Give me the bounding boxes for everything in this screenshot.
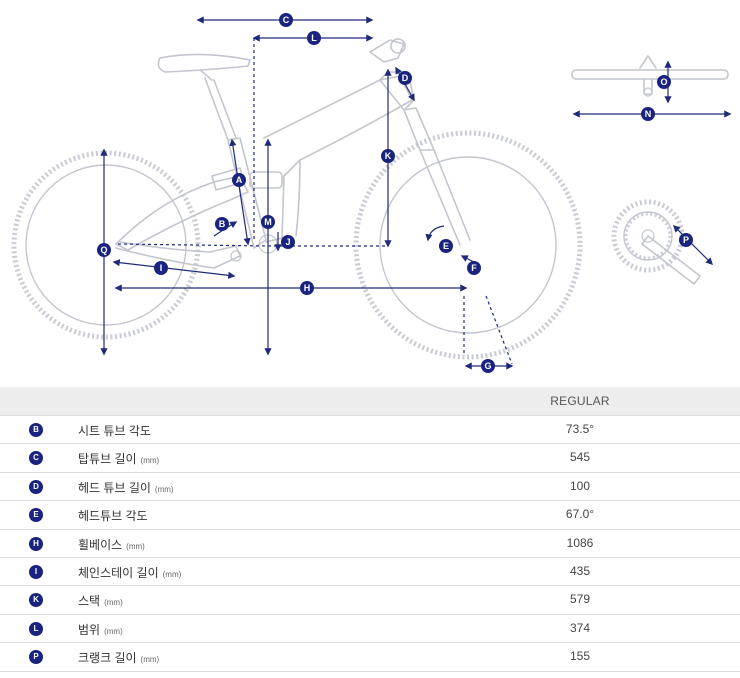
table-row: C 탑튜브 길이(mm) 545 [0, 444, 740, 473]
row-label: 탑튜브 길이(mm) [78, 452, 160, 467]
svg-text:O: O [660, 77, 667, 87]
row-value: 435 [569, 563, 591, 578]
fork-legs [419, 149, 471, 246]
svg-text:C: C [283, 15, 290, 25]
badge-o: O [657, 75, 671, 89]
row-unit: (mm) [140, 456, 160, 466]
row-badge: I [29, 564, 43, 579]
svg-text:P: P [683, 235, 689, 245]
svg-text:B: B [219, 219, 226, 229]
row-badge: D [29, 479, 43, 494]
geometry-table: REGULAR B 시트 튜브 각도 73.5° C 탑튜브 길이(mm) 54… [0, 387, 740, 672]
row-label: 헤드튜브 각도 [78, 509, 148, 524]
row-value: 73.5° [565, 422, 595, 436]
row-label: 휠베이스(mm) [78, 537, 145, 552]
handlebar-icon [571, 55, 729, 97]
table-row: K 스택(mm) 579 [0, 586, 740, 615]
row-label: 시트 튜브 각도 [78, 424, 151, 438]
badge-c: C [279, 13, 293, 27]
table-row: L 범위(mm) 374 [0, 615, 740, 644]
badge-q: Q [97, 243, 111, 257]
badge-m: M [261, 215, 275, 229]
row-value: 545 [569, 450, 591, 465]
table-row: E 헤드튜브 각도 67.0° [0, 501, 740, 530]
svg-text:E: E [443, 241, 449, 251]
fork-crown [403, 107, 435, 151]
table-row: I 체인스테이 길이(mm) 435 [0, 558, 740, 587]
seatpost [199, 69, 237, 141]
saddle [157, 53, 251, 73]
row-badge: P [29, 650, 43, 665]
row-unit: (mm) [126, 541, 145, 551]
row-value: 155 [569, 649, 591, 664]
table-row: H 휠베이스(mm) 1086 [0, 530, 740, 558]
row-label: 스택(mm) [78, 594, 123, 609]
badge-e: E [439, 239, 453, 253]
row-value: 1086 [566, 535, 594, 550]
row-unit: (mm) [162, 569, 182, 579]
table-row: D 헤드 튜브 길이(mm) 100 [0, 473, 740, 502]
row-badge: C [29, 451, 43, 466]
svg-text:F: F [471, 263, 477, 273]
row-unit: (mm) [104, 626, 123, 636]
row-unit: (mm) [154, 484, 174, 494]
badge-j: J [281, 235, 295, 249]
svg-text:D: D [402, 73, 409, 83]
badge-k: K [381, 149, 395, 163]
stem [369, 39, 405, 63]
row-badge: K [29, 593, 43, 608]
svg-text:I: I [160, 263, 163, 273]
table-row: P 크랭크 길이(mm) 155 [0, 643, 740, 672]
badge-d: D [398, 71, 412, 85]
row-value: 579 [569, 592, 591, 607]
svg-text:M: M [264, 217, 272, 227]
row-label: 헤드 튜브 길이(mm) [78, 480, 174, 495]
bike-frame-icon [11, 38, 583, 360]
row-badge: L [29, 621, 43, 636]
svg-text:G: G [484, 361, 491, 371]
column-header-regular: REGULAR [550, 394, 610, 408]
row-unit: (mm) [104, 598, 123, 608]
badge-b: B [215, 217, 229, 231]
row-value: 67.0° [565, 507, 595, 522]
front-tire [353, 130, 583, 360]
row-label: 범위(mm) [78, 622, 123, 637]
badge-l: L [307, 31, 321, 45]
row-badge: H [29, 536, 43, 551]
row-value: 374 [569, 620, 591, 635]
badge-n: N [641, 107, 655, 121]
rear-shock [249, 171, 283, 189]
row-unit: (mm) [140, 655, 160, 665]
chain-stay [115, 241, 241, 269]
svg-text:N: N [645, 109, 652, 119]
row-badge: E [29, 508, 43, 523]
svg-text:A: A [236, 175, 243, 185]
down-tube [295, 159, 301, 237]
badge-p: P [679, 233, 693, 247]
bar-clamp [390, 38, 406, 54]
svg-text:L: L [311, 33, 317, 43]
svg-text:H: H [304, 283, 311, 293]
row-value: 100 [569, 478, 591, 493]
table-header: REGULAR [0, 387, 740, 416]
badge-f: F [467, 261, 481, 275]
dropout [230, 250, 242, 262]
svg-text:Q: Q [100, 245, 107, 255]
front-rim [379, 156, 557, 334]
geometry-diagram: C L D K A B M J Q I H E F G N O P [11, 13, 732, 373]
svg-text:K: K [385, 151, 392, 161]
row-label: 크랭크 길이(mm) [78, 651, 160, 666]
row-label: 체인스테이 길이(mm) [78, 565, 182, 580]
badge-g: G [481, 359, 495, 373]
table-row: B 시트 튜브 각도 73.5° [0, 416, 740, 445]
badge-a: A [232, 173, 246, 187]
row-badge: B [29, 423, 43, 437]
badge-i: I [154, 261, 168, 275]
dimension-lines [100, 16, 732, 370]
svg-text:J: J [285, 237, 290, 247]
badge-h: H [300, 281, 314, 295]
